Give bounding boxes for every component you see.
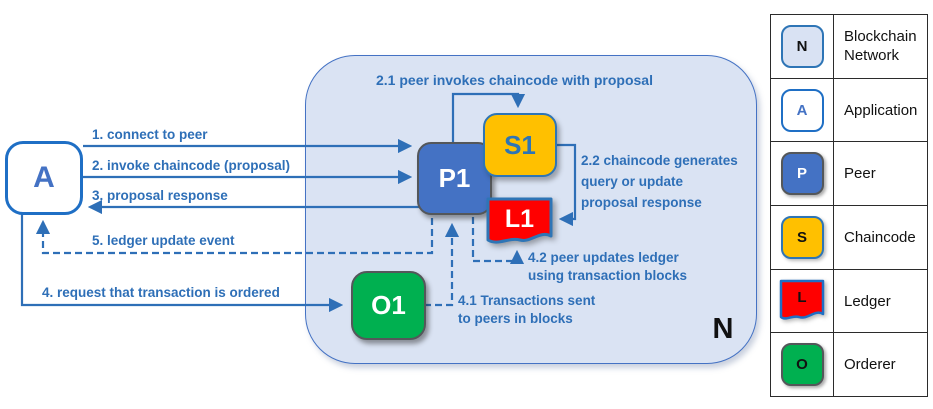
legend-label: Ledger (844, 292, 891, 310)
ledger-shape-icon (779, 279, 825, 320)
label-step4-2: 4.2 peer updates ledger using transactio… (528, 250, 688, 283)
node-ledger-label: L1 (504, 204, 535, 233)
legend-row-peer: P Peer (771, 141, 927, 206)
legend-orderer-icon: O (780, 343, 824, 387)
node-orderer: O1 (351, 271, 426, 340)
legend-peer-icon: P (780, 152, 824, 196)
node-peer: P1 (417, 142, 492, 215)
node-chaincode: S1 (483, 113, 557, 177)
legend-table: N Blockchain Network A Application P Pee… (770, 14, 928, 397)
legend-row-chaincode: S Chaincode (771, 205, 927, 269)
label-step2: 2. invoke chaincode (proposal) (92, 158, 291, 173)
label-step3: 3. proposal response (92, 188, 228, 203)
legend-ledger-icon: L (778, 277, 826, 325)
legend-label: Application (844, 101, 918, 119)
legend-label: Orderer (844, 356, 896, 374)
legend-application-icon: A (780, 88, 824, 132)
legend-chaincode-icon: S (780, 215, 824, 259)
legend-row-blockchain-network: N Blockchain Network (771, 15, 927, 78)
label-step5: 5. ledger update event (92, 233, 235, 248)
label-step4: 4. request that transaction is ordered (42, 285, 280, 300)
label-step4-1: 4.1 Transactions sent to peers in blocks (458, 293, 596, 326)
label-step2-1: 2.1 peer invokes chaincode with proposal (376, 72, 653, 88)
network-n-label: N (712, 313, 734, 345)
node-ledger: L1 (486, 197, 553, 249)
ledger-shape-icon (486, 197, 553, 244)
legend-label: Peer (844, 165, 876, 183)
legend-ledger-key: L (797, 288, 807, 306)
legend-label: Chaincode (844, 228, 916, 246)
legend-label: Blockchain Network (844, 28, 917, 65)
node-application: A (5, 141, 83, 215)
legend-network-icon: N (780, 24, 824, 68)
legend-row-application: A Application (771, 77, 927, 142)
legend-row-ledger: L Ledger (771, 268, 927, 333)
label-step2-2: 2.2 chaincode generates query or update … (581, 153, 738, 210)
label-step1: 1. connect to peer (92, 127, 208, 142)
legend-row-orderer: O Orderer (771, 332, 927, 397)
